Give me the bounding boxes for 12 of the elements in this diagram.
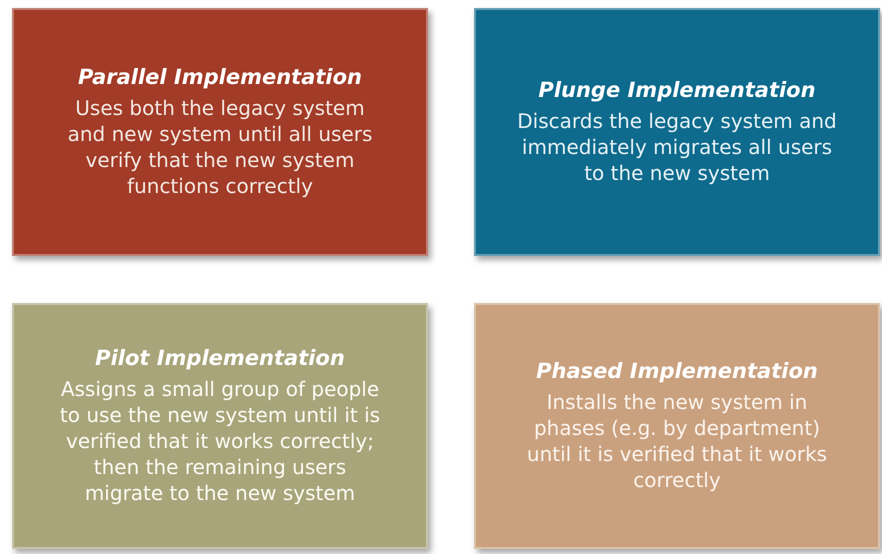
card-description: Assigns a small group of people to use the new system until it is verified that it works correctly; then the remaining users migrate to the new system: [58, 376, 382, 506]
card-title: Parallel Implementation: [78, 65, 362, 89]
card-description: Discards the legacy system and immediately migrates all users to the new system: [516, 108, 838, 186]
card-description: Uses both the legacy system and new system until all users verify that the new system functions correctly: [66, 95, 374, 199]
card-title: Plunge Implementation: [538, 78, 816, 102]
card-title: Phased Implementation: [536, 359, 818, 383]
card-description: Installs the new system in phases (e.g. by department) until it is verified that it works correctly: [526, 389, 828, 493]
card-title: Pilot Implementation: [95, 346, 345, 370]
info-card: [12, 8, 428, 256]
info-card: [474, 303, 880, 549]
info-card: [474, 8, 880, 256]
info-card: [12, 303, 428, 549]
